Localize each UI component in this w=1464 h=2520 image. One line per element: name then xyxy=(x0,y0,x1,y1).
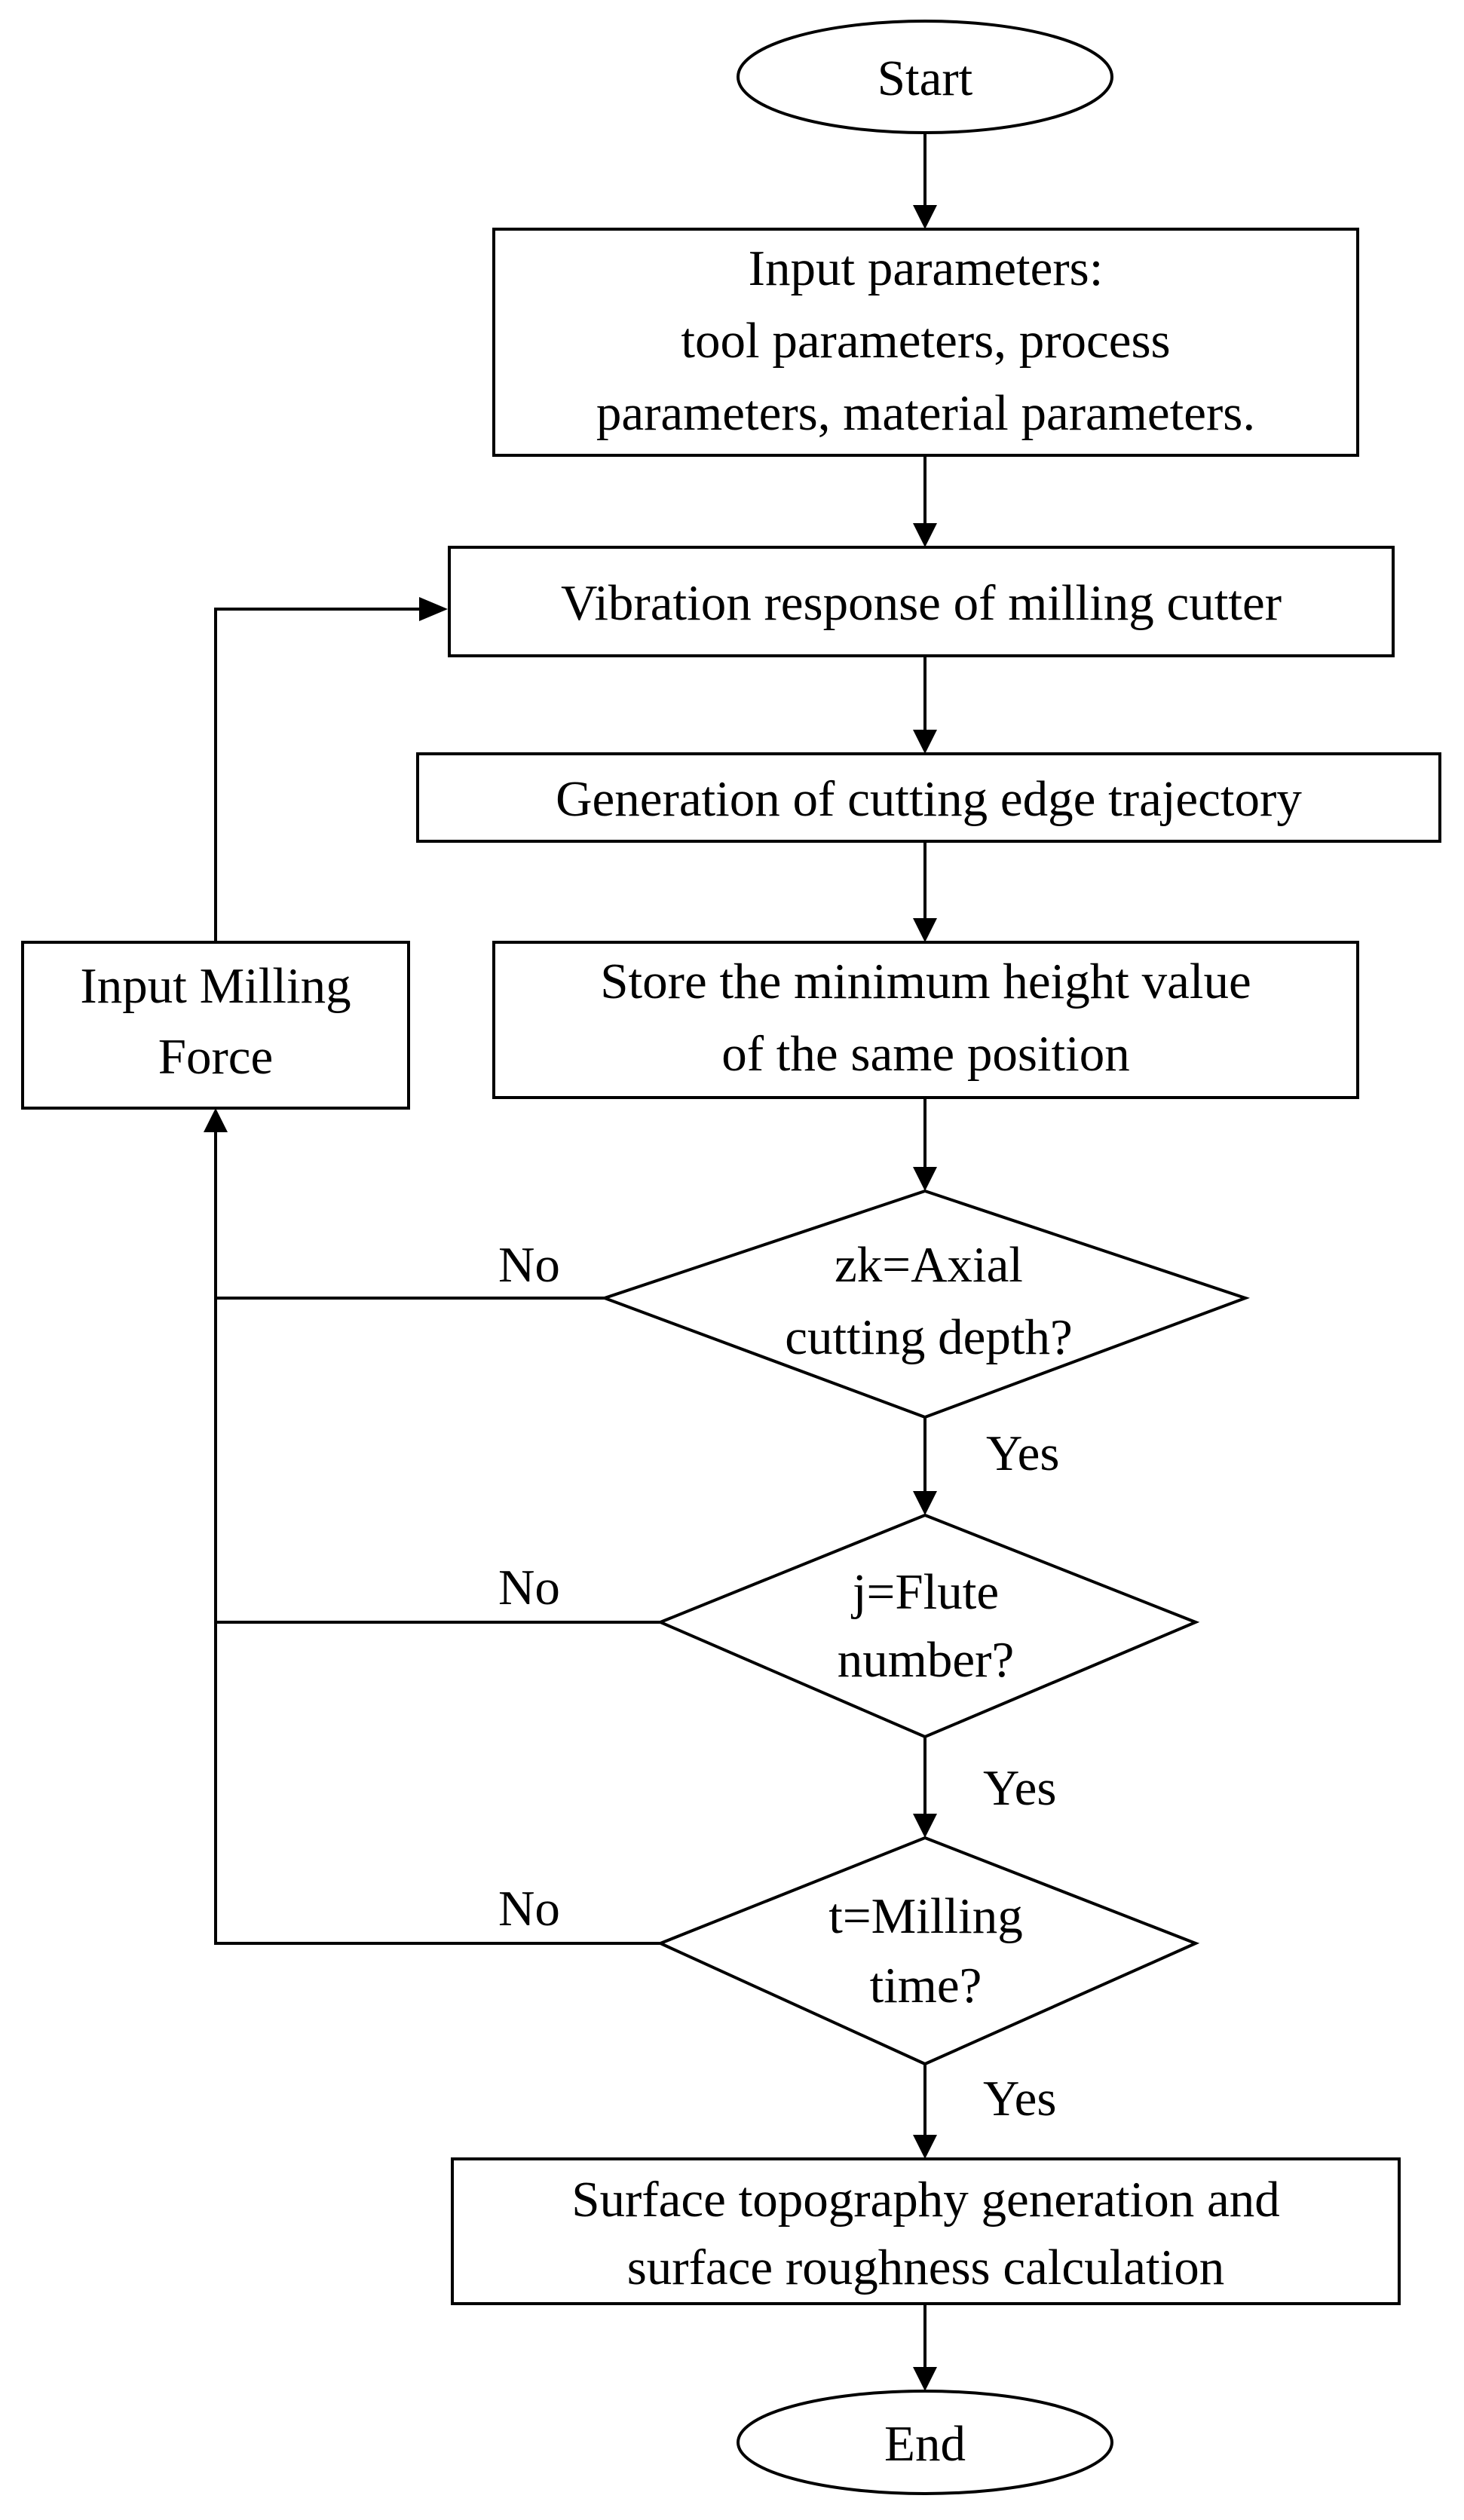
arrowhead xyxy=(913,2135,937,2159)
arrowhead xyxy=(913,2367,937,2391)
cutting-edge-trajectory-label: Generation of cutting edge trajectory xyxy=(556,771,1302,827)
yes-label-flute: Yes xyxy=(983,1760,1057,1816)
yes-label-time: Yes xyxy=(983,2071,1057,2127)
decision-flute-line-1: j=Flute xyxy=(851,1564,999,1620)
arrowhead xyxy=(913,918,937,942)
store-minimum-height-process: Store the minimum height value of the sa… xyxy=(492,941,1359,1099)
surface-topography-process: Surface topography generation and surfac… xyxy=(451,2157,1401,2305)
connectors xyxy=(204,133,937,2391)
surface-line-2: surface roughness calculation xyxy=(627,2240,1225,2295)
yes-label-axial: Yes xyxy=(986,1425,1060,1481)
arrow-force-to-vibration xyxy=(214,608,419,942)
arrowhead xyxy=(913,1814,937,1838)
vibration-response-label: Vibration response of milling cutter xyxy=(561,575,1282,631)
arrowhead xyxy=(913,1167,937,1191)
store-line-1: Store the minimum height value xyxy=(600,954,1251,1009)
edge-labels: No No No Yes Yes Yes xyxy=(498,1237,1059,2127)
arrowhead xyxy=(913,1491,937,1515)
no-label-flute: No xyxy=(498,1560,560,1615)
decision-time-line-2: time? xyxy=(870,1958,982,2013)
decision-flute-number: j=Flute number? xyxy=(656,1513,1200,1739)
input-force-line-2: Force xyxy=(158,1029,274,1085)
no-label-time: No xyxy=(498,1881,560,1937)
decision-time-line-1: t=Milling xyxy=(828,1888,1022,1944)
surface-line-1: Surface topography generation and xyxy=(571,2172,1280,2228)
start-terminal: Start xyxy=(737,20,1113,134)
end-terminal: End xyxy=(737,2390,1113,2495)
cutting-edge-trajectory-process: Generation of cutting edge trajectory xyxy=(416,752,1441,843)
vibration-response-process: Vibration response of milling cutter xyxy=(448,546,1395,657)
input-parameters-line-2: tool parameters, process xyxy=(681,313,1170,369)
decision-axial-line-2: cutting depth? xyxy=(785,1309,1072,1365)
decision-flute-line-2: number? xyxy=(838,1632,1014,1688)
decision-milling-time: t=Milling time? xyxy=(656,1836,1200,2066)
start-label: Start xyxy=(877,51,973,106)
input-force-line-1: Input Milling xyxy=(80,958,351,1014)
input-parameters-line-1: Input parameters: xyxy=(749,240,1104,296)
store-line-2: of the same position xyxy=(721,1026,1130,1082)
end-label: End xyxy=(884,2416,966,2472)
arrowhead xyxy=(913,205,937,229)
arrowhead xyxy=(204,1108,228,1132)
no-branch-time xyxy=(214,1132,660,1945)
no-label-axial: No xyxy=(498,1237,560,1293)
decision-axial-line-1: zk=Axial xyxy=(835,1237,1023,1293)
arrowhead xyxy=(419,597,448,621)
input-parameters-process: Input parameters: tool parameters, proce… xyxy=(492,228,1359,457)
arrowhead xyxy=(913,523,937,547)
decision-axial-cutting-depth: zk=Axial cutting depth? xyxy=(599,1189,1251,1419)
input-parameters-line-3: parameters, material parameters. xyxy=(596,385,1255,441)
arrowhead xyxy=(913,730,937,754)
input-milling-force-process: Input Milling Force xyxy=(21,941,410,1110)
